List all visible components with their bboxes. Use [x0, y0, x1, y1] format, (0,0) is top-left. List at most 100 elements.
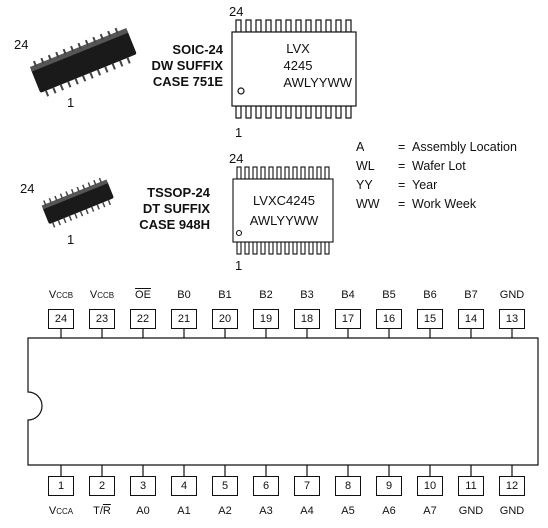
- pin-name-subscript: CCB: [56, 291, 74, 300]
- soic-marking-line-2: 4245: [283, 58, 313, 73]
- pin-name-text: A6: [382, 505, 396, 517]
- tssop-package-case: CASE 948H: [139, 217, 210, 232]
- tssop-package-name: TSSOP-24: [147, 185, 210, 200]
- pin-name-text: A7: [423, 505, 437, 517]
- tssop-marking-line-2: AWLYYWW: [249, 213, 319, 228]
- soic-marking-line-3: AWLYYWW: [283, 75, 352, 90]
- pin-name-label: A2: [207, 505, 243, 517]
- soic-package-case: CASE 751E: [152, 74, 223, 89]
- pin-number-box: 18: [294, 309, 320, 329]
- pin-name-label: B5: [371, 289, 407, 301]
- soic-diagram-pin-24-label: 24: [229, 4, 244, 19]
- legend-row: A = Assembly Location: [356, 140, 546, 158]
- pin-name-label: A5: [330, 505, 366, 517]
- pin-number-box: 1: [48, 476, 74, 496]
- pin-name-label: VCCB: [84, 289, 120, 301]
- tssop-marking-diagram: [232, 166, 334, 255]
- pin-number-box: 17: [335, 309, 361, 329]
- pin-name-text: A3: [259, 505, 273, 517]
- soic-marking-diagram: [231, 19, 357, 119]
- soic-package-suffix: DW SUFFIX: [151, 58, 224, 73]
- soic-marking-line-1: LVX: [286, 41, 310, 56]
- pin-name-label: B7: [453, 289, 489, 301]
- pin-number-box: 14: [458, 309, 484, 329]
- pin-name-label: A4: [289, 505, 325, 517]
- pin-number-box: 4: [171, 476, 197, 496]
- pin-name-text: A2: [218, 505, 232, 517]
- pin-number-box: 5: [212, 476, 238, 496]
- soic-chip-pin-24-label: 24: [14, 37, 29, 52]
- pin-name-text: B5: [382, 289, 396, 301]
- pin-name-label: GND: [494, 505, 530, 517]
- legend-key: WW: [356, 197, 380, 211]
- pin-name-text: A4: [300, 505, 314, 517]
- pin-leads: [60, 329, 513, 476]
- pin-name-subscript: CCA: [56, 507, 74, 516]
- pin-name-label: B4: [330, 289, 366, 301]
- pin-name-text: OE: [135, 289, 151, 301]
- pin-name-text: V: [48, 505, 57, 517]
- tssop-package-label: TSSOP-24 DT SUFFIX CASE 948H: [110, 185, 210, 233]
- legend-value: Wafer Lot: [412, 159, 466, 173]
- pin-name-text: T/: [93, 505, 103, 517]
- pin-number-box: 3: [130, 476, 156, 496]
- pin-name-label: OE: [125, 289, 161, 301]
- tssop-package-suffix: DT SUFFIX: [142, 201, 210, 216]
- marking-legend: A = Assembly Location WL = Wafer Lot YY …: [356, 140, 546, 220]
- pin-number-box: 21: [171, 309, 197, 329]
- pin-name-text: A1: [177, 505, 191, 517]
- tssop-chip-pin-1-label: 1: [67, 232, 75, 247]
- pin-name-text: B7: [464, 289, 478, 301]
- pin-name-text: B1: [218, 289, 232, 301]
- pin-name-label: VCCA: [43, 505, 79, 517]
- legend-key: WL: [356, 159, 375, 173]
- soic-chip-pin-1-label: 1: [67, 95, 75, 110]
- pin-name-label: VCCB: [43, 289, 79, 301]
- legend-key: A: [356, 140, 365, 154]
- pin-name-label: T/R: [84, 505, 120, 517]
- pin-name-label: B2: [248, 289, 284, 301]
- tssop-marking-text: LVXC4245 AWLYYWW: [234, 191, 334, 231]
- legend-equals: =: [398, 159, 406, 173]
- soic-chip-illustration: [29, 27, 137, 97]
- soic-marking-text: LVX 4245 AWLYYWW: [240, 40, 356, 91]
- pin-name-text: B2: [259, 289, 273, 301]
- pin-number-box: 13: [499, 309, 525, 329]
- pin-name-text: GND: [499, 505, 525, 517]
- pin-number-box: 20: [212, 309, 238, 329]
- legend-row: YY = Year: [356, 178, 546, 196]
- pin-name-text: GND: [458, 505, 484, 517]
- soic-package-label: SOIC-24 DW SUFFIX CASE 751E: [120, 42, 224, 90]
- pin-name-label: GND: [453, 505, 489, 517]
- pin-name-label: A1: [166, 505, 202, 517]
- pin-number-box: 10: [417, 476, 443, 496]
- pin-name-label: B0: [166, 289, 202, 301]
- pin-number-box: 12: [499, 476, 525, 496]
- pin-number-box: 8: [335, 476, 361, 496]
- pin-name-text: A0: [136, 505, 150, 517]
- legend-row: WW = Work Week: [356, 197, 546, 215]
- legend-value: Work Week: [412, 197, 477, 211]
- pin-number-box: 9: [376, 476, 402, 496]
- pin-number-box: 11: [458, 476, 484, 496]
- pin-number-box: 19: [253, 309, 279, 329]
- tssop-chip-pin-24-label: 24: [20, 181, 35, 196]
- pin-name-text: GND: [499, 289, 525, 301]
- soic-diagram-pin-1-label: 1: [235, 125, 243, 140]
- pin-name-label: A7: [412, 505, 448, 517]
- tssop-marking-line-1: LVXC4245: [253, 193, 315, 208]
- pin-name-text: B0: [177, 289, 191, 301]
- legend-equals: =: [398, 178, 406, 192]
- legend-value: Year: [412, 178, 438, 192]
- pin-name-text: B4: [341, 289, 355, 301]
- legend-key: YY: [356, 178, 373, 192]
- soic-package-name: SOIC-24: [172, 42, 223, 57]
- pin-number-box: 2: [89, 476, 115, 496]
- legend-equals: =: [398, 197, 406, 211]
- pin-number-box: 22: [130, 309, 156, 329]
- pin-name-label: A6: [371, 505, 407, 517]
- pin-number-box: 24: [48, 309, 74, 329]
- tssop-diagram-pin-24-label: 24: [229, 151, 244, 166]
- legend-row: WL = Wafer Lot: [356, 159, 546, 177]
